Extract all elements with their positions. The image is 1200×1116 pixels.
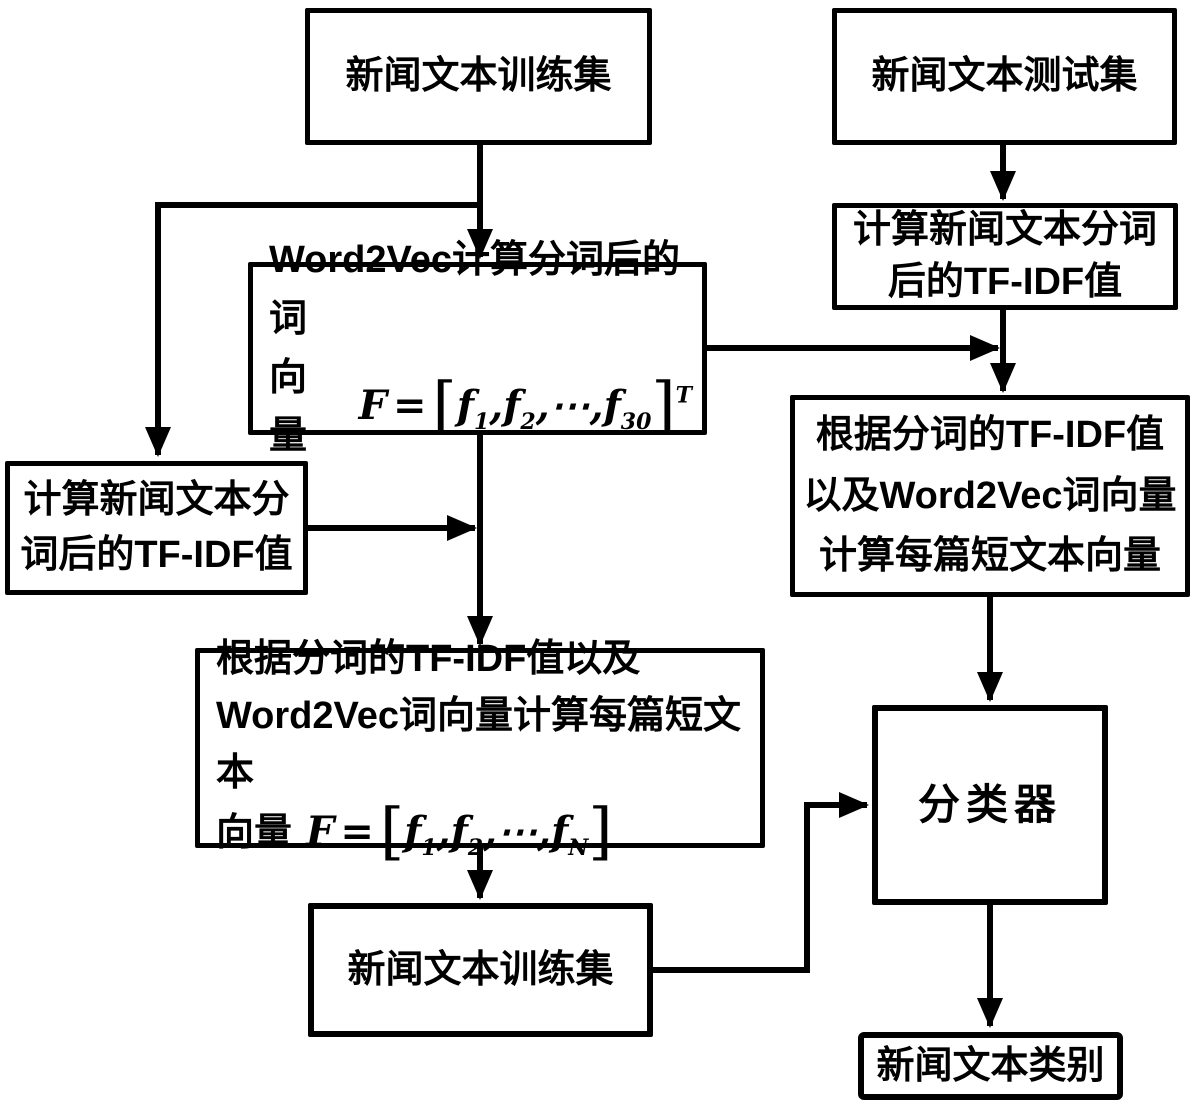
arrow-traintop-branch-to-tfidf-left	[145, 202, 480, 457]
box-label-line2: 词后的TF-IDF值	[20, 534, 293, 576]
formula-f2: f	[503, 382, 521, 430]
box-word2vec-word-vectors: Word2Vec计算分词后的词 向量 F=[f1,f2,⋯,f30]T	[248, 239, 707, 457]
box-label: 分类器	[917, 781, 1062, 829]
box-tfidf-test-branch: 计算新闻文本分词 后的TF-IDF值	[832, 203, 1178, 310]
box-news-category: 新闻文本类别	[858, 1032, 1123, 1100]
formula-dots: ,⋯,	[535, 382, 604, 430]
formula-f2: f	[450, 808, 468, 856]
formula-f1: f	[456, 382, 474, 430]
formula-eq: =	[340, 808, 374, 856]
box-label-line1: 计算新闻文本分	[23, 478, 290, 521]
formula-fn: f	[551, 808, 569, 856]
formula-subn: N	[568, 834, 589, 861]
box-news-train-set-bottom: 新闻文本训练集	[308, 903, 653, 1037]
box-classifier: 分类器	[872, 705, 1108, 905]
box-news-test-set-top: 新闻文本测试集	[832, 8, 1177, 145]
formula-subn: 30	[620, 409, 652, 436]
box-tfidf-train-branch: 计算新闻文本分 词后的TF-IDF值	[5, 461, 308, 595]
box-label-line2: 后的TF-IDF值	[887, 260, 1123, 303]
box-label-line2: 向量 F=[f1,f2,⋯,f30]T	[269, 349, 692, 467]
formula-comma1: ,	[489, 382, 504, 430]
formula-transpose: T	[675, 382, 692, 409]
box-short-text-vector-train: 根据分词的TF-IDF值以及 Word2Vec词向量计算每篇短文本 向量 F=[…	[195, 638, 765, 862]
formula-lhs: F	[358, 382, 387, 430]
box-label-line2: 以及Word2Vec词向量	[803, 474, 1177, 517]
vector-prefix: 向量	[216, 812, 293, 854]
formula-sub2: 2	[520, 409, 536, 436]
formula-close-bracket: ]	[588, 794, 613, 868]
box-label-line2: Word2Vec词向量计算每篇短文本	[216, 695, 742, 795]
formula-dots: ,⋯,	[483, 808, 551, 856]
box-label-line1: 计算新闻文本分词	[852, 209, 1157, 252]
formula-f1: f	[404, 808, 422, 856]
word2vec-formula: F=[f1,f2,⋯,f30]T	[358, 374, 692, 439]
arrow-trainbottom-to-classifier	[650, 792, 869, 973]
box-label-line1: 根据分词的TF-IDF值	[815, 413, 1165, 456]
formula-comma1: ,	[436, 808, 451, 856]
box-label-line1: Word2Vec计算分词后的词	[269, 238, 681, 340]
box-label-line3: 向量 F=[f1,f2,⋯,fN]	[216, 800, 613, 865]
short-text-vector-formula: F=[f1,f2,⋯,fN]	[306, 800, 613, 865]
box-label: 新闻文本测试集	[871, 55, 1138, 98]
formula-sub1: 1	[473, 409, 490, 436]
box-short-text-vector-test: 根据分词的TF-IDF值 以及Word2Vec词向量 计算每篇短文本向量	[790, 395, 1190, 597]
vector-prefix: 向量	[269, 356, 308, 458]
box-news-train-set-top: 新闻文本训练集	[305, 8, 652, 145]
box-label: 新闻文本训练集	[347, 948, 614, 991]
box-label: 新闻文本类别	[876, 1044, 1105, 1087]
formula-sub1: 1	[421, 834, 437, 861]
formula-fn: f	[603, 382, 621, 430]
formula-eq: =	[393, 382, 427, 430]
formula-sub2: 2	[467, 834, 484, 861]
formula-open-bracket: [	[379, 794, 405, 868]
box-label: 新闻文本训练集	[345, 55, 612, 98]
formula-close-bracket: ]	[651, 368, 676, 442]
formula-open-bracket: [	[432, 368, 457, 442]
box-label-line1: 根据分词的TF-IDF值以及	[216, 638, 641, 681]
formula-lhs: F	[306, 808, 335, 856]
box-label-line3: 计算每篇短文本向量	[818, 535, 1161, 578]
